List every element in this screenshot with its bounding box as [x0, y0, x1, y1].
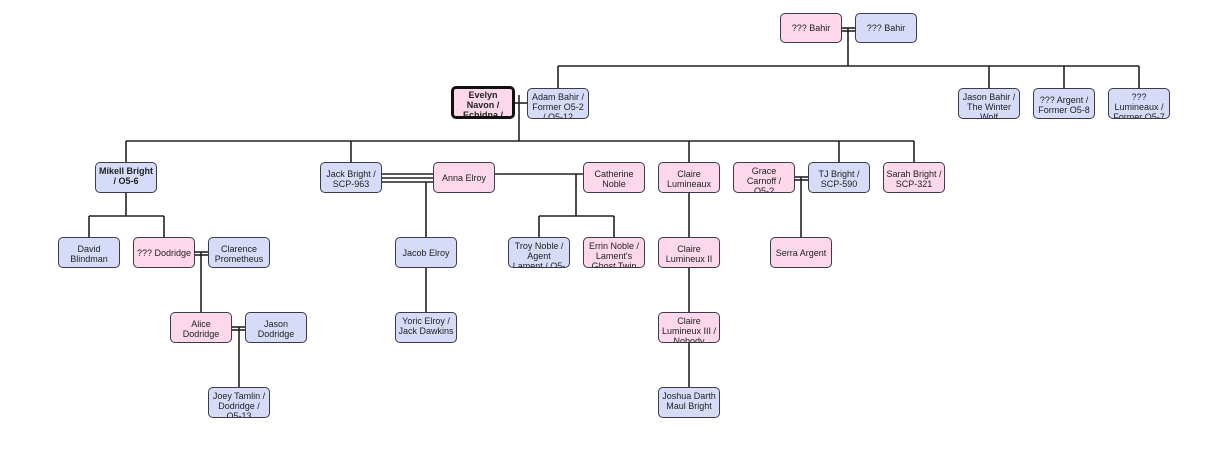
person-name: ??? Dodridge	[136, 247, 192, 258]
person-argent[interactable]: ??? Argent / Former O5-8	[1033, 88, 1095, 119]
person-claire-lumineaux[interactable]: Claire Lumineaux	[658, 162, 720, 193]
person-name: Serra Argent	[775, 247, 827, 258]
person-name: Sarah Bright / SCP-321	[886, 169, 942, 189]
person-jacob-elroy[interactable]: Jacob Elroy	[395, 237, 457, 268]
person-tj-bright[interactable]: TJ Bright / SCP-590	[808, 162, 870, 193]
person-errin-noble[interactable]: Errin Noble / Lament's Ghost Twin	[583, 237, 645, 268]
person-joey-tamlin[interactable]: Joey Tamlin / Dodridge / O5-13	[208, 387, 270, 418]
person-bahir-female[interactable]: ??? Bahir	[780, 13, 842, 43]
person-name: Joey Tamlin / Dodridge / O5-13	[212, 391, 266, 418]
person-name: Alice Dodridge	[182, 319, 220, 339]
person-catherine-noble[interactable]: Catherine Noble	[583, 162, 645, 193]
person-name: Mikell Bright / O5-6	[98, 166, 153, 186]
person-name: ??? Bahir	[791, 23, 831, 33]
person-name: Jason Bahir / The Winter Wolf	[962, 92, 1016, 119]
person-sarah-bright[interactable]: Sarah Bright / SCP-321	[883, 162, 945, 193]
person-name: ??? Argent / Former O5-8	[1038, 95, 1090, 115]
person-name: Evelyn Navon / Echidna /	[462, 90, 503, 119]
person-claire-lumineux-iii[interactable]: Claire Lumineux III / Nobody	[658, 312, 720, 343]
person-clarence-prometheus[interactable]: Clarence Prometheus	[208, 237, 270, 268]
person-name: Claire Lumineux II	[665, 244, 713, 264]
person-jason-bahir[interactable]: Jason Bahir / The Winter Wolf	[958, 88, 1020, 119]
person-yoric-elroy[interactable]: Yoric Elroy / Jack Dawkins	[395, 312, 457, 343]
person-name: Errin Noble / Lament's Ghost Twin	[588, 241, 640, 268]
person-claire-lumineux-ii[interactable]: Claire Lumineux II	[658, 237, 720, 268]
person-alice-dodridge[interactable]: Alice Dodridge	[170, 312, 232, 343]
person-anna-elroy[interactable]: Anna Elroy	[433, 162, 495, 193]
person-name: Adam Bahir / Former O5-2 / O5-12	[531, 92, 585, 119]
person-jason-dodridge[interactable]: Jason Dodridge	[245, 312, 307, 343]
person-name: Anna Elroy	[441, 172, 487, 183]
person-name: Jack Bright / SCP-963	[326, 169, 376, 189]
person-evelyn-navon[interactable]: Evelyn Navon / Echidna /	[451, 86, 515, 119]
person-name: Catherine Noble	[594, 169, 634, 189]
person-adam-bahir[interactable]: Adam Bahir / Former O5-2 / O5-12	[527, 88, 589, 119]
person-name: ??? Lumineaux / Former O5-7	[1113, 92, 1165, 119]
person-name: Jacob Elroy	[402, 247, 450, 258]
person-name: Grace Carnoff / O5-?	[746, 166, 782, 193]
person-david-blindman[interactable]: David Blindman	[58, 237, 120, 268]
person-troy-noble[interactable]: Troy Noble / Agent Lament / O5-	[508, 237, 570, 268]
person-serra-argent[interactable]: Serra Argent	[770, 237, 832, 268]
person-grace-carnoff[interactable]: Grace Carnoff / O5-?	[733, 162, 795, 193]
person-name: Joshua Darth Maul Bright	[662, 391, 716, 411]
person-jack-bright[interactable]: Jack Bright / SCP-963	[320, 162, 382, 193]
person-mikell-bright[interactable]: Mikell Bright / O5-6	[95, 162, 157, 193]
person-name: Clarence Prometheus	[214, 244, 264, 264]
person-name: TJ Bright / SCP-590	[818, 169, 860, 189]
person-lumineaux[interactable]: ??? Lumineaux / Former O5-7	[1108, 88, 1170, 119]
person-name: Troy Noble / Agent Lament / O5-	[512, 241, 566, 268]
person-name: Yoric Elroy / Jack Dawkins	[398, 316, 454, 336]
person-dodridge-female[interactable]: ??? Dodridge	[133, 237, 195, 268]
person-name: David Blindman	[70, 244, 108, 264]
person-name: Claire Lumineux III / Nobody	[661, 316, 717, 343]
person-bahir-male[interactable]: ??? Bahir	[855, 13, 917, 43]
person-name: Jason Dodridge	[257, 319, 295, 339]
person-joshua-bright[interactable]: Joshua Darth Maul Bright	[658, 387, 720, 418]
person-name: Claire Lumineaux	[666, 169, 712, 189]
person-name: ??? Bahir	[866, 23, 906, 33]
